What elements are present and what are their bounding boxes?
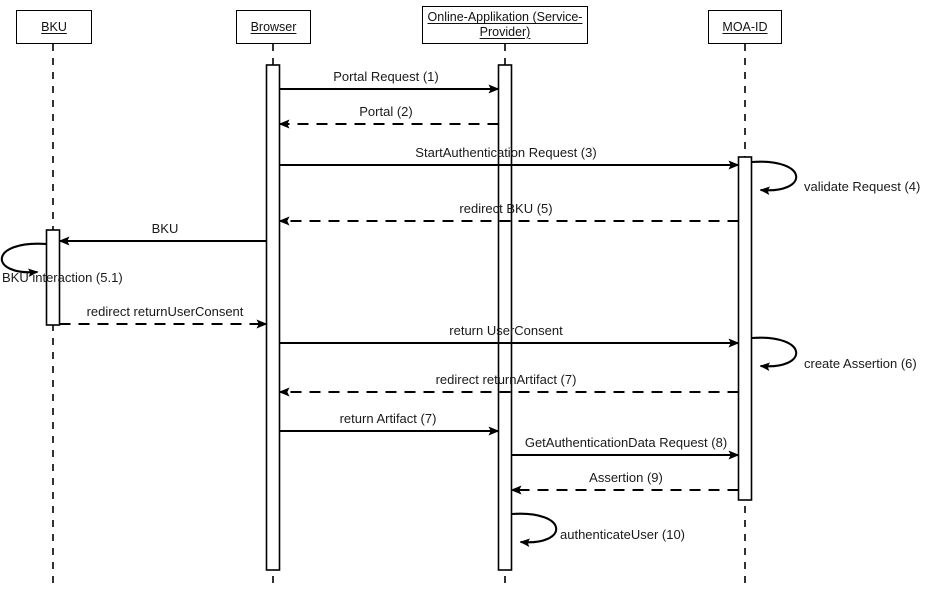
message-label-5: redirect BKU (5): [459, 201, 553, 216]
message-label-3: StartAuthentication Request (3): [415, 145, 597, 160]
self-message-arrow-4: [751, 160, 798, 195]
lifeline-header-oa: Online-Applikation (Service-Provider): [422, 6, 588, 44]
message-label-13: GetAuthenticationData Request (8): [524, 435, 728, 450]
activation-bar-browser: [265, 64, 281, 571]
activation-bar-bku: [45, 229, 61, 326]
activation-bar-moaid: [737, 156, 753, 501]
activation-bars: [45, 64, 753, 571]
message-label-8: redirect returnUserConsent: [86, 304, 244, 319]
lifeline-header-browser: Browser: [236, 10, 311, 44]
message-label-6: BKU: [151, 221, 179, 236]
lifeline-header-moaid: MOA-ID: [708, 10, 782, 44]
message-label-1: Portal Request (1): [333, 69, 439, 84]
lifeline-label: Online-Applikation (Service-Provider): [427, 10, 583, 39]
message-arrows: [0, 84, 798, 547]
activation-bar-oa: [497, 64, 513, 571]
message-label-15: authenticateUser (10): [560, 527, 686, 542]
self-message-arrow-7: [0, 242, 47, 277]
lifeline-label: BKU: [41, 19, 67, 34]
message-label-10: create Assertion (6): [804, 356, 917, 371]
message-label-14: Assertion (9): [589, 470, 663, 485]
lifeline-label: Browser: [250, 19, 297, 34]
self-message-arrow-15: [511, 512, 558, 547]
lifeline-header-bku: BKU: [16, 10, 92, 44]
message-label-11: redirect returnArtifact (7): [435, 372, 577, 387]
message-label-9: return UserConsent: [449, 323, 563, 338]
message-label-12: return Artifact (7): [339, 411, 437, 426]
message-label-2: Portal (2): [359, 104, 413, 119]
message-label-4: validate Request (4): [804, 179, 921, 194]
lifeline-label: MOA-ID: [722, 19, 768, 34]
message-label-7: BKU interaction (5.1): [2, 270, 123, 285]
self-message-arrow-10: [751, 336, 798, 371]
